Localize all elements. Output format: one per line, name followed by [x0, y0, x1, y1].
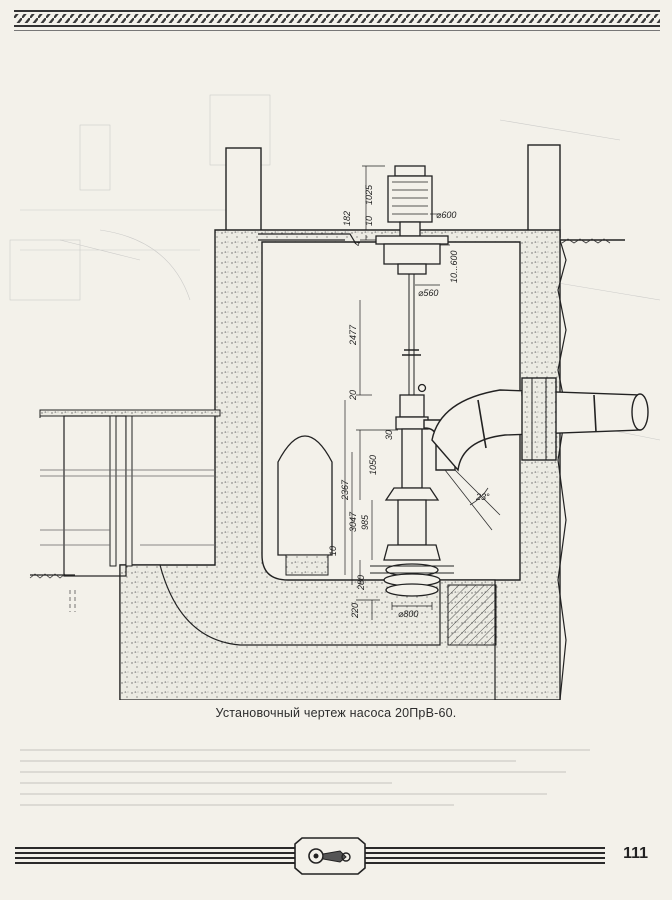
dim-10-b: 10 — [328, 546, 338, 556]
dim-2367: 2367 — [340, 479, 350, 501]
page-number: 111 — [623, 845, 648, 862]
upper-columns — [225, 144, 561, 238]
dimension-lines — [344, 165, 450, 620]
electric-motor — [375, 165, 449, 275]
pump-body — [370, 383, 454, 597]
pit-walls — [119, 229, 567, 700]
arched-inlet-opening — [277, 435, 333, 556]
dim-angle-23: 23° — [475, 492, 490, 502]
dim-d600: ⌀600 — [436, 210, 456, 220]
discharge-pipe — [423, 377, 649, 472]
dim-182: 182 — [342, 211, 352, 226]
dim-1025: 1025 — [364, 184, 374, 205]
dim-10-600: 10...600 — [449, 250, 459, 283]
dim-985: 985 — [360, 514, 370, 530]
dim-1050: 1050 — [368, 455, 378, 475]
background-ghost-lines — [9, 94, 661, 441]
pump-installation-drawing: 1025 182 10 4 ⌀600 10...600 ⌀560 2477 20… — [9, 94, 661, 700]
footer-emblem — [294, 837, 366, 875]
footer-ornament — [15, 837, 605, 875]
figure-caption: Установочный чертеж насоса 20ПрВ-60. — [215, 706, 457, 720]
dim-4: 4 — [352, 241, 362, 246]
dim-10-a: 10 — [364, 216, 374, 226]
dim-220: 220 — [350, 603, 360, 619]
pump-shaft — [402, 274, 421, 395]
left-reservoir — [29, 409, 221, 612]
dim-280: 280 — [356, 575, 366, 591]
dim-d560: ⌀560 — [418, 288, 438, 298]
dim-20: 20 — [348, 390, 358, 401]
top-decorative-band — [14, 10, 660, 31]
dim-d800: ⌀800 — [398, 609, 418, 619]
show-through-text — [20, 740, 640, 830]
dim-2477: 2477 — [348, 324, 358, 346]
dim-30: 30 — [384, 430, 394, 440]
dim-3047: 3047 — [348, 511, 358, 532]
